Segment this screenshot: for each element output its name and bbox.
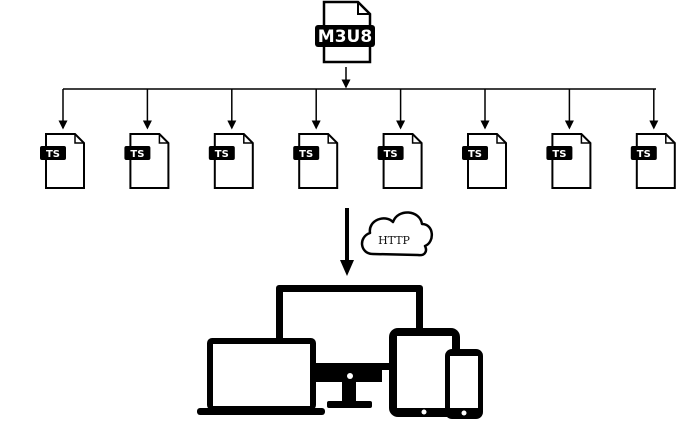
m3u8-file-icon: M3U8 <box>315 0 375 64</box>
http-label: HTTP <box>378 234 410 247</box>
ts-file-icon: TS <box>124 89 170 189</box>
ts-file-icon: TS <box>208 89 254 189</box>
ts-label: TS <box>552 149 566 160</box>
ts-file-icon: TS <box>377 89 423 189</box>
cloud-icon: HTTP <box>360 211 433 257</box>
download-arrow <box>340 208 354 276</box>
ts-label: TS <box>215 149 229 160</box>
m3u8-label: M3U8 <box>318 27 372 47</box>
ts-label: TS <box>384 149 398 160</box>
ts-file-icon: TS <box>546 89 592 189</box>
ts-file-icon: TS <box>630 89 676 189</box>
ts-label: TS <box>637 149 651 160</box>
ts-label: TS <box>299 149 313 160</box>
phone-icon <box>445 349 483 419</box>
ts-file-icon: TS <box>293 89 339 189</box>
ts-segment-row: TS TS TS TS TS TS TS TS <box>40 89 676 189</box>
ts-label: TS <box>46 149 60 160</box>
ts-file-icon: TS <box>462 89 507 189</box>
ts-label: TS <box>468 149 482 160</box>
laptop-icon <box>197 338 325 415</box>
ts-file-icon: TS <box>40 89 85 189</box>
tablet-icon <box>389 328 460 417</box>
ts-label: TS <box>130 149 144 160</box>
